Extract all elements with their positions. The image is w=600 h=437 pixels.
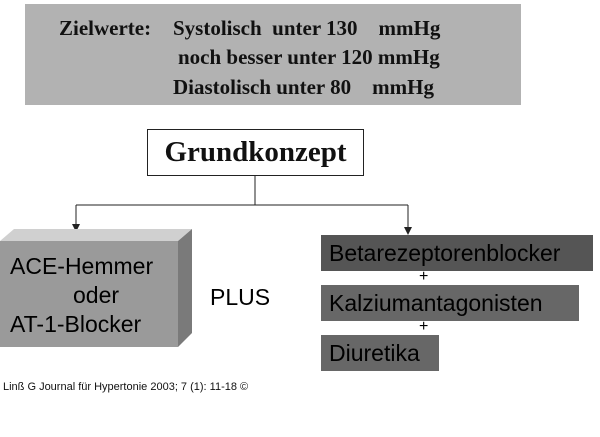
citation-text: Linß G Journal für Hypertonie 2003; 7 (1… bbox=[3, 381, 249, 393]
betarezeptorenblocker-box: Betarezeptorenblocker bbox=[321, 235, 593, 271]
target-values-banner: Zielwerte: Systolisch unter 130 mmHg noc… bbox=[25, 4, 521, 105]
ace-hemmer-label: ACE-Hemmer bbox=[10, 253, 154, 279]
oder-label: oder bbox=[73, 282, 120, 308]
block-side-face bbox=[178, 229, 192, 347]
arrow-head-right bbox=[404, 227, 412, 235]
plus-sign-1: + bbox=[419, 268, 429, 285]
systolic-target: Systolisch unter 130 mmHg bbox=[173, 16, 441, 40]
target-values-label: Zielwerte: bbox=[59, 16, 152, 40]
ace-hemmer-block bbox=[0, 229, 192, 347]
diuretika-box: Diuretika bbox=[321, 335, 439, 371]
basic-concept-box: Grundkonzept bbox=[147, 129, 364, 176]
kalziumantagonisten-box: Kalziumantagonisten bbox=[321, 285, 579, 321]
block-front-face bbox=[0, 241, 178, 347]
ace-hemmer-text: ACE-Hemmer oder AT-1-Blocker bbox=[10, 252, 180, 339]
better-target: noch besser unter 120 mmHg bbox=[178, 45, 440, 69]
diuretika-label: Diuretika bbox=[329, 339, 420, 366]
kalziumantagonisten-label: Kalziumantagonisten bbox=[329, 289, 543, 316]
plus-label: PLUS bbox=[210, 284, 271, 310]
betarezeptorenblocker-label: Betarezeptorenblocker bbox=[329, 239, 561, 266]
basic-concept-title: Grundkonzept bbox=[164, 136, 347, 168]
diastolic-target: Diastolisch unter 80 mmHg bbox=[173, 75, 434, 99]
plus-sign-2: + bbox=[419, 318, 429, 335]
at1-blocker-label: AT-1-Blocker bbox=[10, 311, 142, 337]
block-top-face bbox=[0, 229, 192, 241]
